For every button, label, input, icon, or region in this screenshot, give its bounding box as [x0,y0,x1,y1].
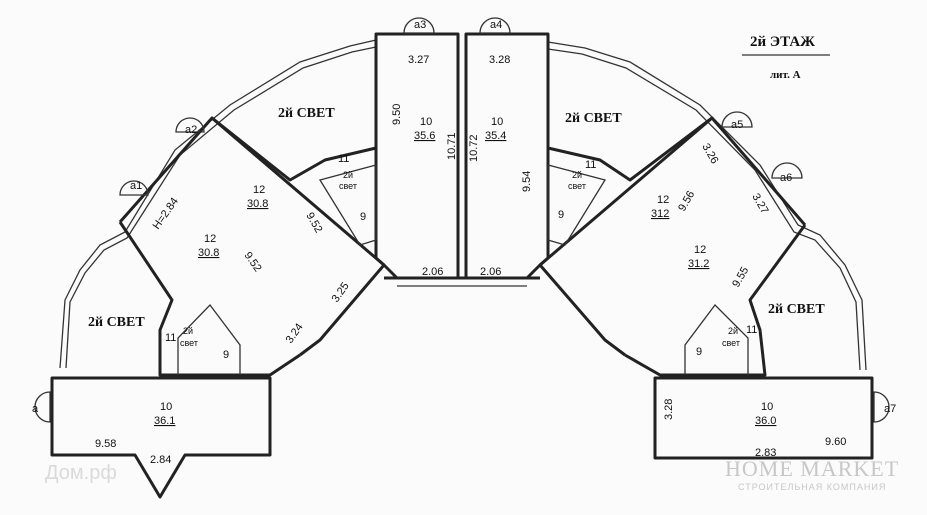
svet-label-bottom-right: 2й СВЕТ [768,302,825,317]
balcony-a1 [119,180,149,196]
stair-left-upper [318,164,377,246]
room-right-upper-walls [547,116,713,182]
arc-right-outer [547,41,867,371]
balcony-a3 [403,17,435,34]
svet-label-top-right: 2й СВЕТ [565,111,622,126]
room-right-lower-area: 31.2 [688,258,709,270]
dim-206a: 2.06 [422,266,443,278]
balcony-a2-label: a2 [185,124,197,136]
stair-svet-1a: 2й [343,170,353,180]
balcony-a7-label: a7 [884,403,896,415]
dim-284: 2.84 [150,454,171,466]
stair-left-lower [177,304,241,375]
dim-h284: H=2.84 [151,196,181,232]
stair-right-lower [684,304,749,375]
room-left-lower-walls [118,221,301,377]
arc-left-inner [65,46,377,369]
watermark-brand: HOME MARKET [725,456,899,481]
stair-num-9-b: 9 [558,209,564,221]
stair-num-9-a: 9 [360,211,366,223]
balcony-a1-label: a1 [130,180,142,192]
floor-title: 2й ЭТАЖ [750,34,815,50]
room-top-right-num: 10 [491,116,503,128]
room-left-lower-num: 12 [204,233,216,245]
stair-num-9-c: 9 [223,349,229,361]
balcony-a [34,391,51,423]
dim-328: 3.28 [489,54,510,66]
stair-num-11-b: 11 [585,159,596,171]
room-top-left-num: 10 [420,116,432,128]
dim-283: 2.83 [755,447,776,459]
room-left-upper-walls [211,116,377,182]
stair-svet-3b: свет [180,338,198,348]
dim-955: 9.55 [730,265,751,290]
dim-960: 9.60 [825,436,846,448]
dim-327b: 3.27 [749,192,770,217]
dim-952b: 9.52 [242,250,264,274]
room-right-upper-area: 312 [651,208,669,220]
dim-325: 3.25 [330,280,352,304]
dim-952a: 9.52 [303,211,324,236]
balcony-a-label: a [32,403,39,415]
room-bottom-left-area: 36.1 [154,415,175,427]
room-left-upper-num: 12 [253,184,265,196]
balcony-a4 [479,17,511,34]
stair-num-9-d: 9 [696,346,702,358]
stair-svet-2b: свет [568,181,586,191]
balcony-a5-label: a5 [731,119,743,131]
balcony-a3-label: a3 [414,19,426,31]
dim-328b: 3.28 [663,399,675,420]
room-top-right-area: 35.4 [485,130,506,142]
svet-label-top-left: 2й СВЕТ [278,106,335,121]
room-bottom-left-num: 10 [160,401,172,413]
room-bottom-left-walls [50,376,272,499]
room-right-middle-walls [538,116,807,357]
stair-right-upper [547,164,607,246]
dim-206b: 2.06 [480,266,501,278]
room-left-lower-area: 30.8 [198,247,219,259]
room-left-middle-walls [118,116,386,357]
stair-svet-4b: свет [722,338,740,348]
stair-svet-1b: свет [339,181,357,191]
room-right-upper-num: 12 [657,194,669,206]
watermark-site: Дом.рф [45,462,117,484]
dim-326: 3.26 [699,142,720,167]
balcony-a5 [721,111,753,128]
stair-svet-2a: 2й [572,170,582,180]
room-bottom-right-num: 10 [761,401,773,413]
dim-954: 9.54 [521,171,533,192]
stair-num-11-c: 11 [165,332,176,344]
svet-label-bottom-left: 2й СВЕТ [88,315,145,330]
room-right-lower-num: 12 [694,244,706,256]
watermark-brand-sub: СТРОИТЕЛЬНАЯ КОМПАНИЯ [738,482,886,492]
dim-950: 9.50 [391,104,403,125]
room-bottom-right-walls [653,376,874,460]
stair-svet-4a: 2й [728,326,738,336]
room-bottom-right-area: 36.0 [755,415,776,427]
dim-1072: 10.72 [468,134,480,162]
dim-1071: 10.71 [446,132,458,160]
dim-327: 3.27 [408,54,429,66]
balcony-a2 [175,117,205,133]
stair-num-11-a: 11 [338,153,349,165]
balcony-a6-label: a6 [780,172,792,184]
dim-324: 3.24 [284,321,306,345]
stair-num-11-d: 11 [746,324,757,336]
room-top-left-area: 35.6 [414,130,435,142]
stair-svet-3a: 2й [183,326,193,336]
dim-958: 9.58 [95,438,116,450]
lit-label: лит. А [770,69,801,81]
balcony-a4-label: a4 [490,19,502,31]
arc-right-inner [547,48,861,371]
balcony-a7 [873,391,890,423]
room-left-upper-area: 30.8 [247,198,268,210]
room-right-lower-walls [624,224,807,377]
dim-956: 9.56 [676,189,697,214]
arc-left-outer [59,39,377,369]
balcony-a6 [771,162,803,179]
